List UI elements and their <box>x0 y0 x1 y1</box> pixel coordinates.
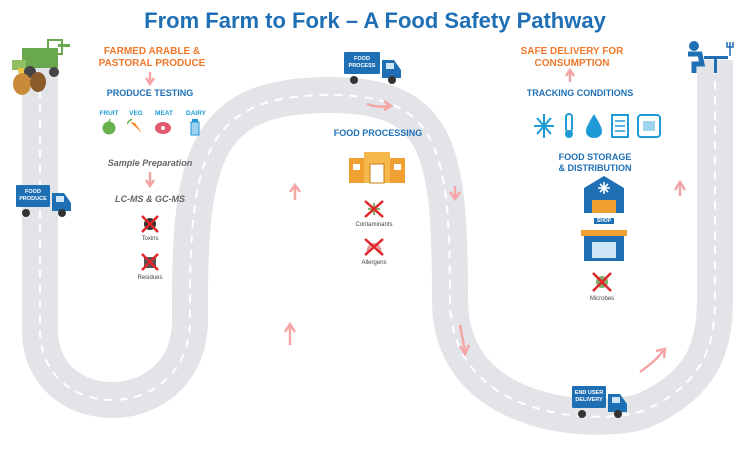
produce-sacks-icon <box>13 68 46 95</box>
allergens-label: Allergens <box>361 260 387 266</box>
category-veg-label: VEG <box>129 110 143 117</box>
diner-icon <box>688 41 734 73</box>
carrot-icon <box>127 119 142 133</box>
warehouse-icon <box>584 176 624 213</box>
truck-icon <box>350 60 401 84</box>
checklist-icon <box>611 114 629 138</box>
produce-testing-label: PRODUCE TESTING <box>106 88 194 98</box>
sample-preparation-label: Sample Preparation <box>107 158 193 168</box>
humidity-icon <box>586 114 602 138</box>
category-meat-label: MEAT <box>155 110 173 117</box>
truck-icon <box>22 193 71 217</box>
end-user-delivery-truck: END USER DELIVERY <box>572 386 628 420</box>
category-dairy-label: DAIRY <box>186 110 206 117</box>
food-produce-truck-label: FOOD PRODUCE <box>16 185 50 207</box>
toxins-label: Toxins <box>141 236 159 242</box>
contaminants-icon <box>364 200 384 218</box>
residues-label: Residues <box>137 275 163 281</box>
food-process-truck: FOOD PROCESS <box>344 52 402 86</box>
lcms-gcms-label: LC-MS & GC-MS <box>115 194 185 204</box>
shop-sign: SHOP <box>594 218 614 224</box>
food-process-truck-label: FOOD PROCESS <box>344 52 380 74</box>
shop-icon <box>581 230 627 261</box>
truck-icon <box>578 394 627 418</box>
page-title: From Farm to Fork – A Food Safety Pathwa… <box>144 8 606 33</box>
thermometer-icon <box>565 113 573 138</box>
factory-icon <box>349 152 405 184</box>
monitor-icon <box>637 114 661 138</box>
contaminants-label: Contaminants <box>355 222 393 228</box>
apple-icon <box>102 119 116 135</box>
direction-arrows <box>144 67 687 374</box>
microbes-icon <box>592 272 612 292</box>
tracking-icons <box>534 113 661 138</box>
food-processing-label: FOOD PROCESSING <box>333 128 423 138</box>
end-user-delivery-truck-label: END USER DELIVERY <box>572 386 606 408</box>
food-storage-label: FOOD STORAGE & DISTRIBUTION <box>558 152 632 173</box>
allergens-icon <box>364 238 384 256</box>
residues-icon <box>141 253 159 271</box>
tracking-conditions-label: TRACKING CONDITIONS <box>526 88 634 98</box>
toxins-icon <box>141 215 159 233</box>
microbes-label: Microbes <box>589 296 615 302</box>
farmed-produce-label: FARMED ARABLE & PASTORAL PRODUCE <box>98 46 206 69</box>
meat-icon <box>155 122 171 134</box>
food-produce-truck: FOOD PRODUCE <box>16 185 72 219</box>
snowflake-icon <box>534 114 554 138</box>
milk-icon <box>190 119 200 136</box>
safe-delivery-label: SAFE DELIVERY FOR CONSUMPTION <box>520 46 624 69</box>
category-fruit-label: FRUIT <box>99 110 119 117</box>
